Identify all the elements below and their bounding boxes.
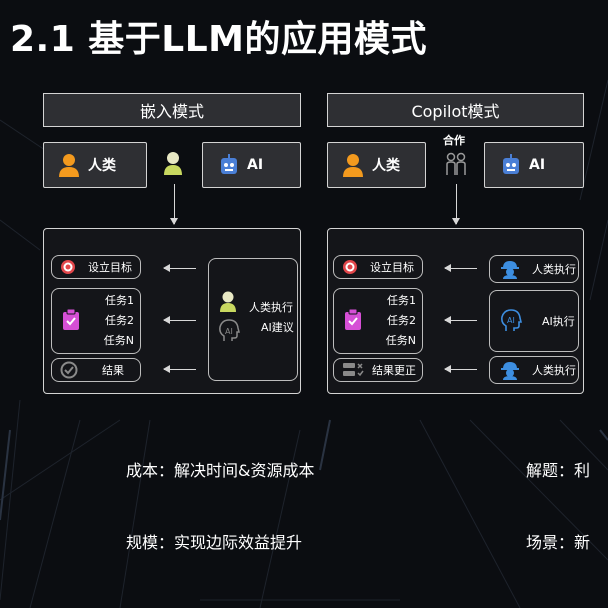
svg-text:AI: AI <box>507 316 515 325</box>
target-icon <box>343 260 357 274</box>
copilot-human-chip: 人类 <box>327 142 426 188</box>
copilot-ai-chip: AI <box>484 142 584 188</box>
scale-text: 规模：实现边际效益提升 <box>126 533 303 552</box>
embed-goal-box: 设立目标 <box>51 255 141 279</box>
ai-head-icon: AI <box>501 309 522 331</box>
copilot-exec-human-bottom-label: 人类执行 <box>532 364 576 377</box>
copilot-goal-label: 设立目标 <box>370 261 414 274</box>
solve-text: 解题：利 <box>526 461 591 480</box>
cooperation-label: 合作 <box>443 134 465 147</box>
embed-mode-header-label: 嵌入模式 <box>139 102 204 121</box>
worker-icon <box>501 362 519 380</box>
embed-goal-label: 设立目标 <box>88 261 132 274</box>
ai-head-icon: AI <box>219 319 240 341</box>
copilot-task-1: 任务1 <box>387 294 416 307</box>
copilot-exec-human-top: 人类执行 <box>489 255 579 283</box>
copilot-exec-ai: AI AI执行 <box>489 290 579 352</box>
scene-text: 场景：新 <box>526 533 591 552</box>
copilot-mode-header-label: Copilot模式 <box>411 102 500 121</box>
settings-list-icon <box>343 363 364 377</box>
copilot-arrow-result <box>444 365 477 373</box>
embed-task-1: 任务1 <box>105 294 134 307</box>
embed-actor-box: 人类执行 AI AI建议 <box>208 258 298 381</box>
worker-icon <box>501 261 519 279</box>
embed-down-arrow <box>170 184 178 225</box>
robot-icon <box>503 154 519 174</box>
copilot-arrow-tasks <box>444 316 477 324</box>
copilot-goal-box: 设立目标 <box>333 255 423 279</box>
embed-arrow-result <box>163 365 196 373</box>
embed-result-box: 结果 <box>51 358 141 382</box>
copilot-result-label: 结果更正 <box>372 364 416 377</box>
copilot-human-label: 人类 <box>372 158 400 174</box>
embed-task-n: 任务N <box>103 334 134 347</box>
user-icon <box>164 152 182 175</box>
embed-actor-human-label: 人类执行 <box>249 301 293 314</box>
embed-human-label: 人类 <box>88 158 116 174</box>
copilot-task-2: 任务2 <box>387 314 416 327</box>
person-icon <box>59 154 79 177</box>
embed-human-chip: 人类 <box>43 142 147 188</box>
cooperation-icon <box>446 152 466 175</box>
clipboard-check-icon <box>345 309 361 330</box>
embed-arrow-tasks <box>163 316 196 324</box>
embed-mode-header: 嵌入模式 <box>43 93 301 127</box>
page-title: 2.1 基于LLM的应用模式 <box>10 19 428 60</box>
clipboard-check-icon <box>63 309 79 330</box>
copilot-down-arrow <box>452 184 460 225</box>
user-icon <box>220 291 236 312</box>
copilot-ai-label: AI <box>529 157 546 173</box>
embed-task-2: 任务2 <box>105 314 134 327</box>
copilot-task-n: 任务N <box>385 334 416 347</box>
copilot-mode-header: Copilot模式 <box>327 93 584 127</box>
target-icon <box>61 260 75 274</box>
embed-actor-ai-label: AI建议 <box>261 321 294 334</box>
embed-ai-chip: AI <box>202 142 301 188</box>
cost-text: 成本：解决时间&资源成本 <box>126 461 315 480</box>
robot-icon <box>221 154 237 174</box>
embed-ai-label: AI <box>247 157 264 173</box>
copilot-exec-human-top-label: 人类执行 <box>532 263 576 276</box>
copilot-tasks-box: 任务1 任务2 任务N <box>333 288 423 354</box>
check-circle-icon <box>60 361 78 379</box>
embed-result-label: 结果 <box>102 364 124 377</box>
person-icon <box>343 154 363 177</box>
embed-tasks-box: 任务1 任务2 任务N <box>51 288 141 354</box>
copilot-exec-ai-label: AI执行 <box>542 315 575 328</box>
svg-text:AI: AI <box>225 327 233 336</box>
embed-arrow-goal <box>163 264 196 272</box>
copilot-result-box: 结果更正 <box>333 358 423 382</box>
copilot-arrow-goal <box>444 264 477 272</box>
copilot-exec-human-bottom: 人类执行 <box>489 356 579 384</box>
